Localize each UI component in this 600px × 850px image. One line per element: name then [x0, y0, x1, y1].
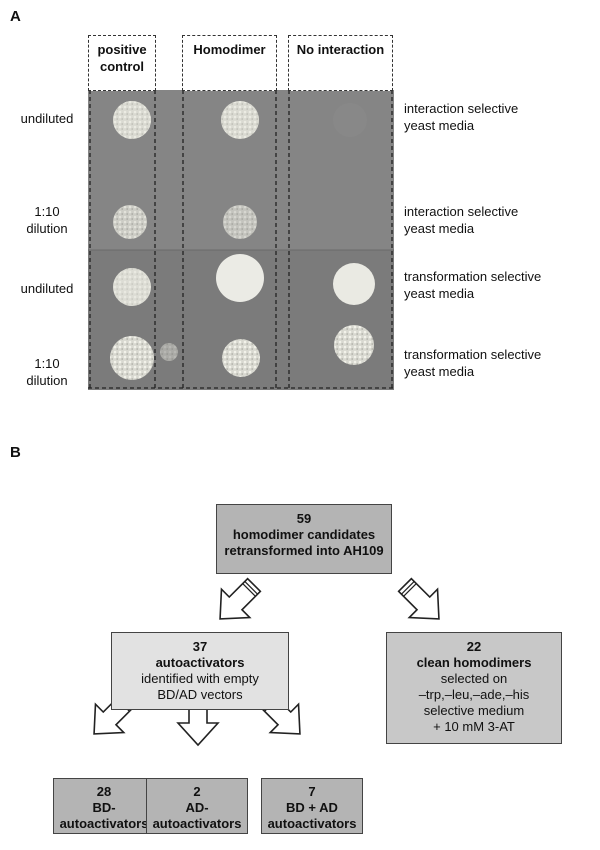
box-title: autoactivators [152, 816, 242, 831]
colony-none-r3 [333, 263, 375, 305]
column-header-homodimer: Homodimer [182, 35, 277, 91]
homodimer-candidates-box: 59 homodimer candidates retransformed in… [216, 504, 392, 574]
colony-positive-r4 [110, 336, 154, 380]
candidate-count: 59 [296, 511, 312, 526]
column-header-line: positive [97, 42, 147, 57]
panel-a-label: A [10, 8, 21, 25]
ad-count: 2 [193, 784, 201, 799]
box-title: homodimer candidates [232, 527, 376, 542]
column-header-line: No interaction [296, 42, 385, 57]
yeast-plate-photo [88, 90, 394, 390]
box-title: autoactivators [267, 816, 357, 831]
box-title: retransformed into AH109 [224, 543, 384, 558]
box-title: AD- [185, 800, 209, 815]
arrow-to-clean-homodimers [390, 570, 454, 634]
box-title: clean homodimers [416, 655, 532, 670]
row-label-1: undiluted [20, 111, 74, 126]
colony-homodimer-r2 [223, 205, 257, 239]
box-title: autoactivators [59, 816, 149, 831]
column-header-positive-control: positive control [88, 35, 156, 91]
bd-autoactivators-box: 28 BD- autoactivators [53, 778, 155, 834]
box-description: BD/AD vectors [157, 687, 243, 702]
arrow-to-autoactivators [205, 570, 269, 634]
ad-autoactivators-box: 2 AD- autoactivators [146, 778, 248, 834]
colony-positive-r2 [113, 205, 147, 239]
autoactivators-box: 37 autoactivators identified with empty … [111, 632, 289, 710]
bd-count: 28 [96, 784, 112, 799]
box-title: BD + AD [286, 800, 338, 815]
colony-homodimer-r3 [216, 254, 264, 302]
box-description: selective medium [423, 703, 525, 718]
column-header-line: control [99, 59, 145, 74]
box-description: selected on [440, 671, 508, 686]
box-description: –trp,–leu,–ade,–his [418, 687, 530, 702]
box-description: + 10 mM 3-AT [433, 719, 515, 734]
bdad-count: 7 [308, 784, 316, 799]
panel-b-label: B [10, 444, 21, 461]
colony-satellite [160, 343, 178, 361]
column-header-line: Homodimer [193, 42, 266, 57]
bdad-autoactivators-box: 7 BD + AD autoactivators [261, 778, 363, 834]
colony-none-r4 [334, 325, 374, 365]
box-title: BD- [92, 800, 116, 815]
autoactivator-count: 37 [192, 639, 208, 654]
box-description: identified with empty [141, 671, 259, 686]
box-title: autoactivators [155, 655, 245, 670]
clean-count: 22 [466, 639, 482, 654]
clean-homodimers-box: 22 clean homodimers selected on –trp,–le… [386, 632, 562, 744]
colony-homodimer-r4 [222, 339, 260, 377]
column-header-no-interaction: No interaction [288, 35, 393, 91]
colony-none-r1 [333, 103, 367, 137]
row-label-3: undiluted [20, 281, 74, 296]
